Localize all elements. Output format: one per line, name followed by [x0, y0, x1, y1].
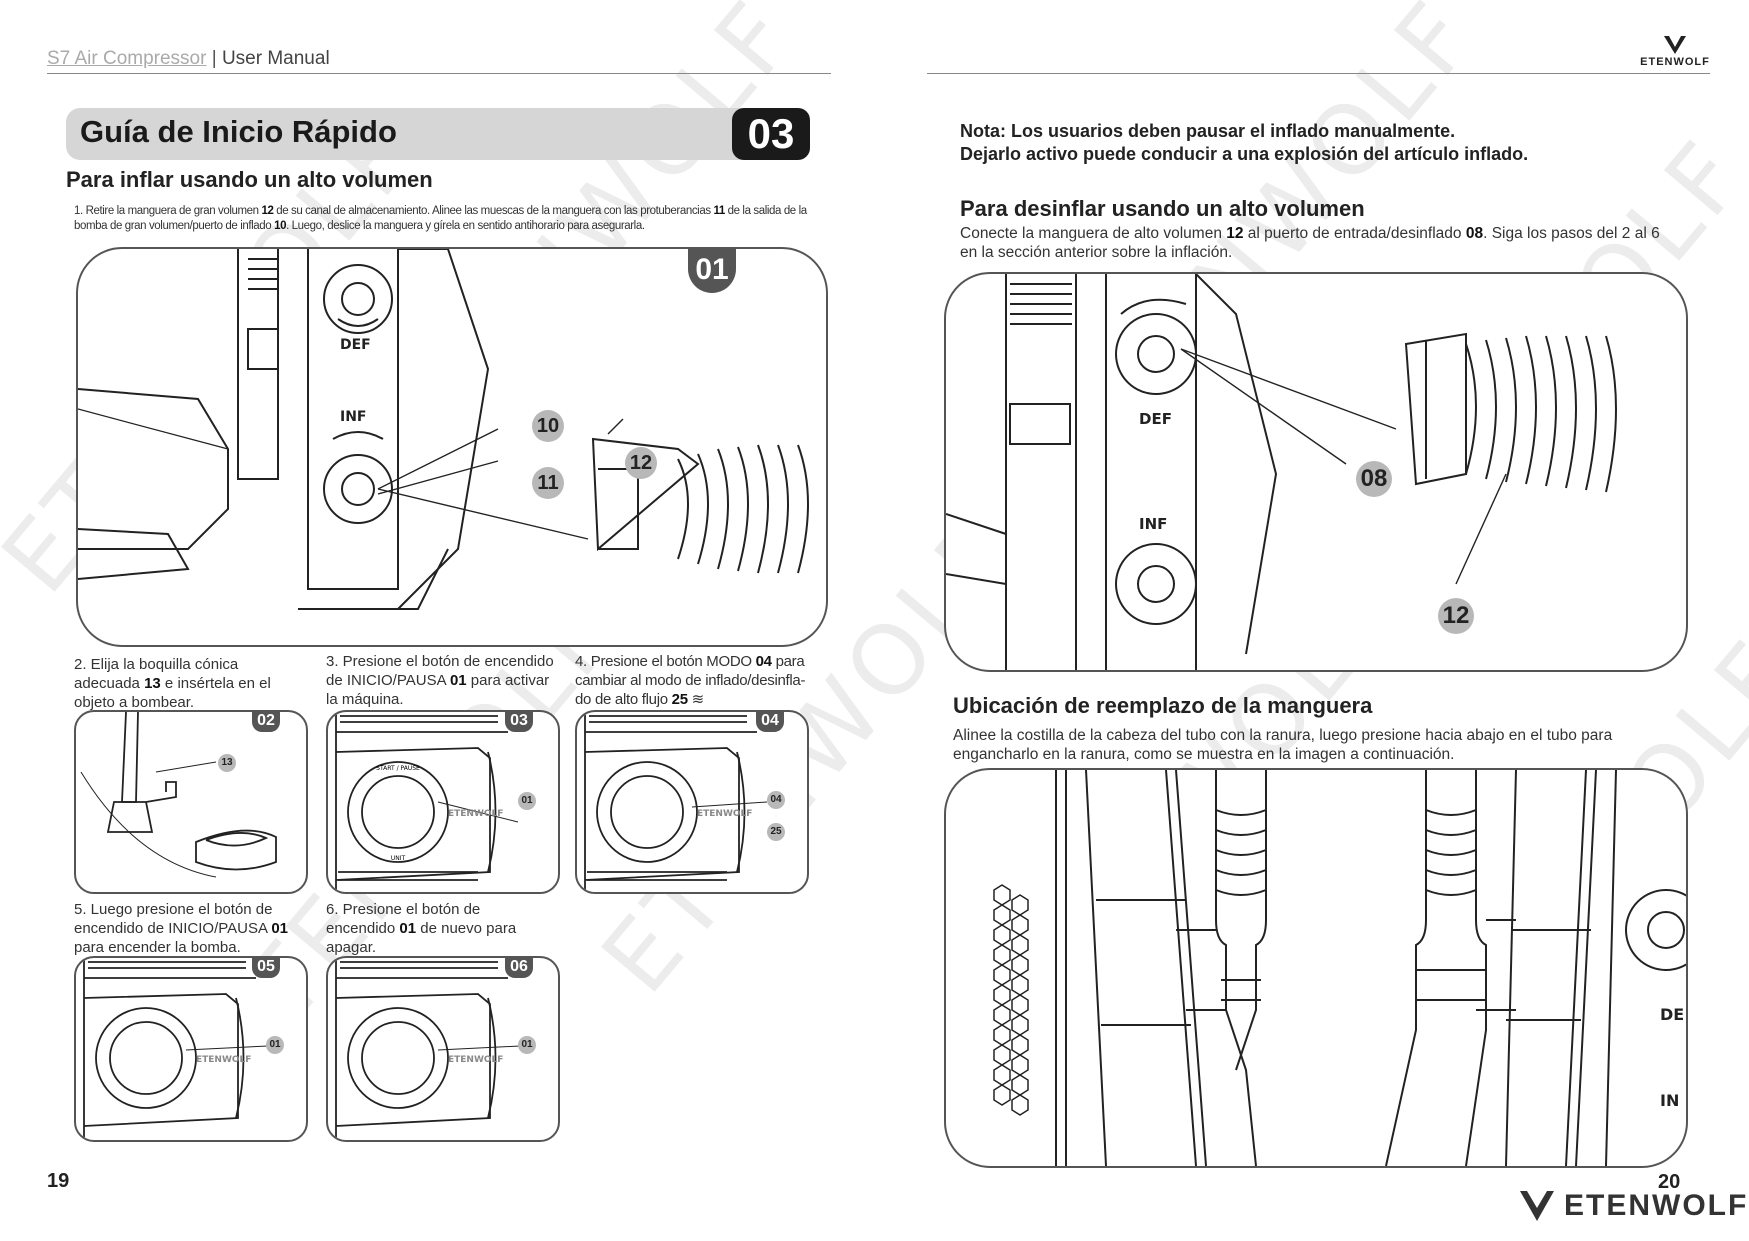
figure-badge-06: 06 [505, 956, 533, 978]
figure-01-inflate-connection: DEF INF [76, 247, 828, 647]
callout-12: 12 [1438, 598, 1474, 634]
step-3-text: 3. Presione el botón de encendido de INI… [326, 653, 554, 708]
figure-badge-03: 03 [505, 710, 533, 732]
header-product: S7 Air Compressor [47, 48, 207, 69]
hose-replacement-title: Ubicación de reemplazo de la manguera [953, 693, 1373, 718]
svg-text:ETENWOLF: ETENWOLF [448, 809, 503, 819]
callout-01: 01 [518, 1036, 536, 1054]
figure-badge-04: 04 [756, 710, 784, 732]
inf-label-partial: IN [1660, 1091, 1679, 1110]
step-4-text: 4. Presione el botón MODO 04 para cambia… [575, 653, 806, 708]
callout-01: 01 [266, 1036, 284, 1054]
def-label: DEF [1139, 410, 1172, 428]
figure-badge-05: 05 [252, 956, 280, 978]
header-rule-right [927, 73, 1710, 74]
figure-02-nozzle [74, 710, 308, 894]
deflate-text: Conecte la manguera de alto volumen 12 a… [960, 225, 1660, 261]
wolf-logo-icon [1520, 1190, 1554, 1221]
def-label-partial: DE [1660, 1005, 1684, 1024]
callout-10: 10 [532, 410, 564, 442]
honeycomb-vent-grille [993, 884, 1029, 1116]
figure-04-mode: ETENWOLF [575, 710, 809, 894]
svg-text:UNIT: UNIT [391, 855, 406, 862]
brand-logo-header: ETENWOLF [1640, 34, 1710, 68]
callout-12: 12 [625, 447, 657, 479]
step-6-text: 6. Presione el botón de encendido 01 de … [326, 901, 517, 956]
warning-note: Nota: Los usuarios deben pausar el infla… [960, 120, 1528, 166]
figure-06-power-off: ETENWOLF [326, 956, 560, 1142]
inflate-port-illustration: DEF INF [78, 249, 809, 610]
header-rule-left [47, 73, 831, 74]
wolf-logo-icon [1664, 35, 1686, 54]
step-1-text: 1. Retire la manguera de gran volumen 12… [74, 205, 807, 232]
callout-08: 08 [1356, 461, 1392, 497]
svg-text:ETENWOLF: ETENWOLF [697, 809, 752, 819]
def-label: DEF [340, 337, 371, 353]
page-number-left: 19 [47, 1170, 70, 1192]
figure-deflate-connection: DEF INF [944, 272, 1688, 672]
hose-replacement-text: Alinee la costilla de la cabeza del tubo… [953, 727, 1613, 763]
figure-badge-01: 01 [688, 247, 736, 293]
page-number-right: 20 [1658, 1171, 1681, 1193]
section-number: 03 [732, 108, 810, 160]
svg-text:ETENWOLF: ETENWOLF [448, 1055, 503, 1065]
inf-label: INF [340, 409, 367, 425]
note-line-1: Nota: Los usuarios deben pausar el infla… [960, 121, 1456, 141]
brand-name-footer: ETENWOLF [1564, 1189, 1749, 1222]
brand-logo-footer: ETENWOLF [1518, 1186, 1748, 1226]
svg-text:ETENWOLF: ETENWOLF [196, 1055, 251, 1065]
callout-04: 04 [767, 791, 785, 809]
figure-hose-storage: DE IN [944, 768, 1688, 1168]
section-title: Guía de Inicio Rápido [80, 114, 397, 149]
svg-text:START / PAUSE: START / PAUSE [376, 765, 420, 772]
callout-11: 11 [532, 467, 564, 499]
figure-badge-02: 02 [252, 710, 280, 732]
callout-25: 25 [767, 823, 785, 841]
inflate-subtitle: Para inflar usando un alto volumen [66, 167, 433, 192]
header-separator: | [211, 48, 217, 69]
step-5-text: 5. Luego presione el botón de encendido … [74, 901, 289, 956]
step-2-text: 2. Elija la boquilla cónica adecuada 13 … [74, 656, 271, 711]
inf-label: INF [1139, 515, 1167, 533]
brand-name-small: ETENWOLF [1640, 56, 1710, 68]
deflate-port-illustration: DEF INF [946, 274, 1617, 670]
section-title-bar [66, 108, 808, 160]
header-manual: User Manual [221, 48, 330, 69]
deflate-title: Para desinflar usando un alto volumen [960, 196, 1365, 221]
airflow-icon: ≋ [691, 691, 705, 708]
note-line-2: Dejarlo activo puede conducir a una expl… [960, 144, 1529, 164]
callout-13: 13 [218, 754, 236, 772]
callout-01: 01 [518, 792, 536, 810]
running-header: S7 Air Compressor | User Manual [47, 48, 330, 70]
hose-storage-illustration: DE IN [993, 770, 1686, 1166]
